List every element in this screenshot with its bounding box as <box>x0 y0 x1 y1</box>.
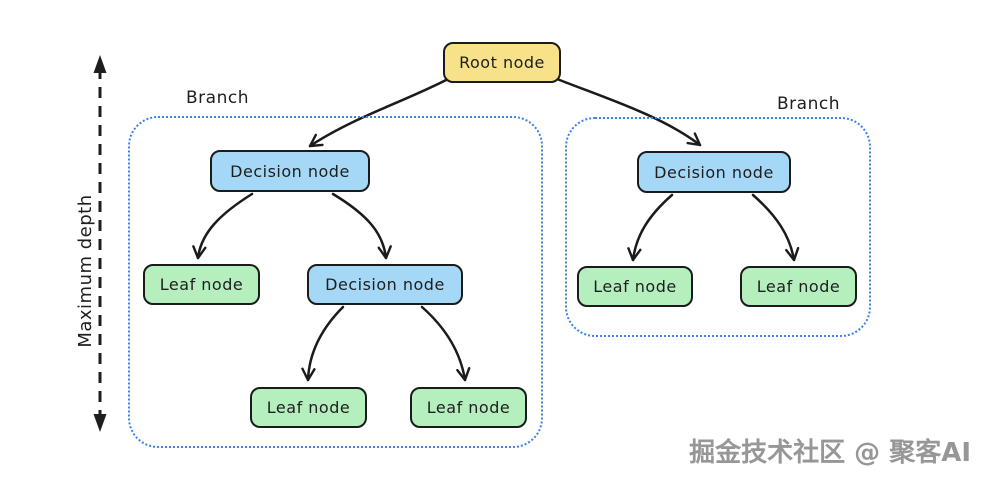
left-branch-container <box>128 116 543 448</box>
right-leaf-node-2: Leaf node <box>740 266 857 307</box>
arrow-ldecision2-to-lleaf3 <box>420 305 471 382</box>
left-leaf-node-3: Leaf node <box>410 387 527 428</box>
left-leaf-node-2: Leaf node <box>250 387 367 428</box>
left-branch-label: Branch <box>186 88 249 108</box>
right-branch-container <box>565 117 871 337</box>
arrow-ldecision1-to-ldecision2 <box>331 192 392 260</box>
arrow-ldecision2-to-lleaf2 <box>301 305 345 382</box>
arrow-rdecision-to-rleaf2 <box>751 193 800 262</box>
root-node: Root node <box>443 42 561 83</box>
watermark-text: 掘金技术社区 @ 聚客AI <box>689 438 971 468</box>
maximum-depth-arrow <box>93 55 107 432</box>
right-decision-node-1: Decision node <box>637 151 791 193</box>
arrow-root-to-left-decision <box>308 77 450 148</box>
maximum-depth-label: Maximum depth <box>75 194 96 348</box>
right-leaf-node-1: Leaf node <box>577 266 693 307</box>
arrow-ldecision1-to-lleaf1 <box>192 192 254 260</box>
left-decision-node-1: Decision node <box>210 150 370 192</box>
left-decision-node-2: Decision node <box>307 264 463 305</box>
arrow-rdecision-to-rleaf1 <box>627 193 674 262</box>
right-branch-label: Branch <box>777 94 840 114</box>
arrow-root-to-right-decision <box>555 77 702 147</box>
left-leaf-node-1: Leaf node <box>143 264 260 305</box>
